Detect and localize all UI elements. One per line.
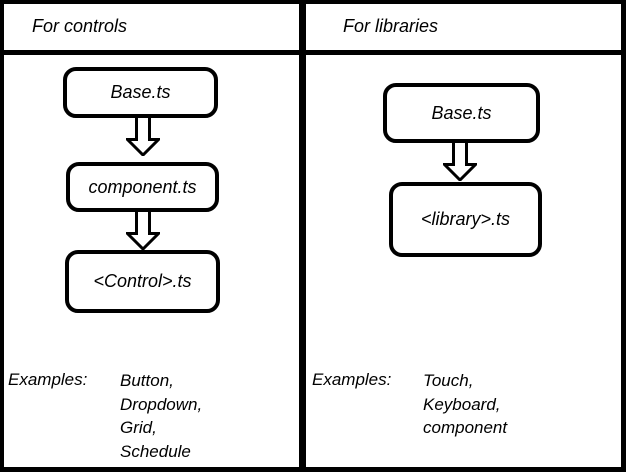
- down-arrow-icon: [126, 212, 160, 250]
- examples-list-libraries: Touch, Keyboard, component: [423, 369, 507, 440]
- examples-list-controls: Button, Dropdown, Grid, Schedule: [120, 369, 202, 463]
- node-component-ts: component.ts: [66, 162, 219, 212]
- examples-label-libraries: Examples:: [312, 370, 392, 389]
- panel-header-libraries: For libraries: [343, 16, 439, 36]
- example-item: component: [423, 418, 508, 437]
- outer-border-top: [0, 0, 626, 4]
- examples-label-controls: Examples:: [8, 370, 88, 389]
- down-arrow-icon: [126, 118, 160, 156]
- node-label: Base.ts: [431, 102, 492, 123]
- example-item: Schedule: [120, 441, 191, 461]
- node-base-ts-libraries: Base.ts: [383, 83, 540, 143]
- node-control-ts: <Control>.ts: [65, 250, 220, 313]
- node-label: component.ts: [88, 176, 197, 197]
- outer-border-bottom: [0, 467, 626, 472]
- node-base-ts-controls: Base.ts: [63, 67, 218, 118]
- example-item: Button,: [120, 371, 174, 390]
- example-item: Keyboard,: [423, 394, 501, 414]
- node-label: <Control>.ts: [93, 271, 192, 291]
- header-divider: [0, 50, 626, 55]
- node-label: Base.ts: [110, 82, 171, 102]
- panel-divider: [299, 0, 306, 472]
- panel-header-controls: For controls: [32, 16, 128, 36]
- node-label: <library>.ts: [420, 209, 511, 229]
- down-arrow-icon: [443, 143, 477, 181]
- outer-border-right: [621, 0, 626, 472]
- outer-border-left: [0, 0, 4, 472]
- example-item: Grid,: [120, 418, 157, 437]
- example-item: Touch,: [423, 371, 474, 390]
- node-library-ts: <library>.ts: [389, 182, 542, 257]
- example-item: Dropdown,: [120, 394, 203, 414]
